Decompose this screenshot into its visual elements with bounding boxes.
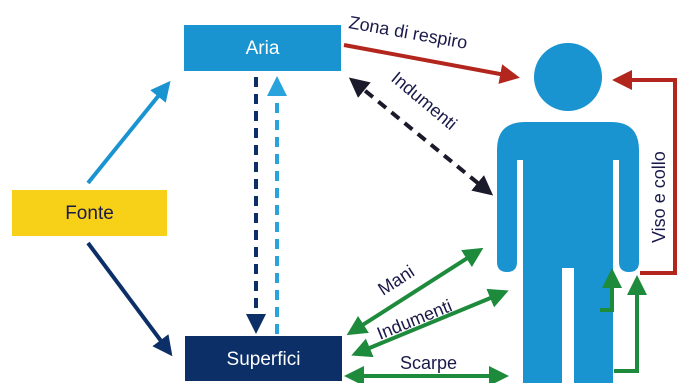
indumenti-dashed-arrow — [348, 77, 494, 196]
superfici-box — [185, 336, 342, 381]
node-aria: Aria — [184, 25, 341, 71]
indumenti-green-arrow — [351, 288, 509, 358]
zona-respiro-label: Zona di respiro — [347, 12, 469, 53]
fonte-to-aria-arrow — [86, 80, 171, 185]
viso-collo-arrow — [612, 70, 677, 275]
green-up-arrow-small — [600, 268, 622, 312]
aria-label: Aria — [246, 38, 280, 59]
scarpe-label: Scarpe — [400, 353, 457, 373]
indumenti-top-label: Indumenti — [387, 68, 460, 134]
node-superfici: Superfici — [185, 336, 342, 381]
person-icon — [497, 43, 639, 383]
node-fonte: Fonte — [12, 190, 167, 236]
zona-respiro-arrow — [343, 43, 520, 84]
fonte-label: Fonte — [65, 203, 114, 224]
fonte-box — [12, 190, 167, 236]
green-up-arrow-large — [614, 275, 647, 373]
viso-collo-label: Viso e collo — [649, 151, 669, 243]
aria-box — [184, 25, 341, 71]
superfici-label: Superfici — [227, 349, 301, 370]
fonte-to-superfici-arrow — [86, 241, 173, 357]
